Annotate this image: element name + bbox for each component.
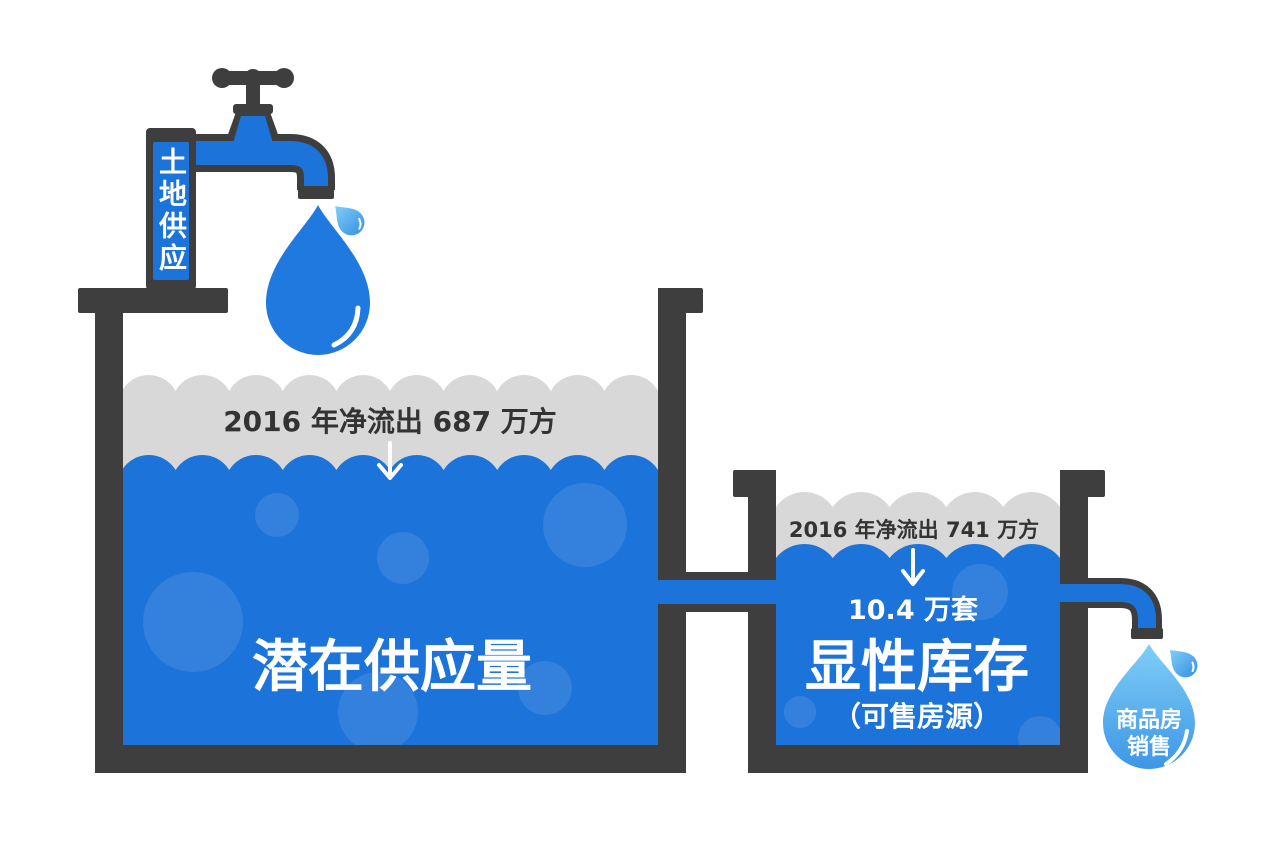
home-sales-drop-highlight	[1164, 729, 1189, 766]
home-sales-label-line-1: 商品房	[1116, 707, 1182, 733]
arrow-down-icon	[377, 441, 403, 480]
arrow-head	[377, 463, 403, 480]
home-sales-drop-icon: 商品房 销售	[1103, 644, 1195, 769]
visible-tank-bottom	[748, 745, 1088, 773]
bubble	[255, 493, 299, 537]
bubble	[518, 661, 572, 715]
land-supply-post-panel	[153, 142, 189, 280]
land-supply-label: 土地供应	[153, 142, 189, 280]
land-supply-post	[146, 128, 196, 290]
faucet-handle	[212, 68, 294, 114]
outflow-pipe	[1058, 578, 1163, 639]
bubble	[1018, 716, 1060, 745]
visible-tank-top-right-rim	[1060, 470, 1105, 497]
visible-tank-water	[776, 544, 1060, 745]
visible-tank-count: 10.4 万套	[848, 595, 978, 626]
small-water-drop-highlight	[358, 217, 362, 230]
visible-tank-subtitle: （可售房源）	[833, 700, 1001, 733]
potential-tank-water	[122, 454, 658, 745]
small-water-drop-icon	[335, 206, 365, 236]
potential-tank-bottom	[95, 745, 686, 773]
faucet-pipe-water	[192, 141, 328, 190]
faucet-stem	[246, 84, 260, 106]
visible-tank-bubbles	[784, 564, 1060, 745]
visible-tank-title: 显性库存	[805, 635, 1029, 700]
faucet-handle-center	[244, 69, 262, 87]
outflow-spout	[1131, 628, 1163, 639]
water-drop-highlight	[331, 305, 361, 348]
tank-walls	[78, 288, 1105, 773]
faucet-spout	[298, 186, 334, 199]
outflow-pipe-water	[1058, 584, 1156, 632]
faucet-handle-left-knob	[212, 68, 232, 88]
potential-tank-right-wall	[658, 288, 686, 773]
faucet-icon	[192, 68, 335, 199]
water-drop-icon	[266, 205, 370, 355]
bubble	[338, 672, 418, 745]
bubble	[377, 532, 429, 584]
small-outflow-drop-icon	[1169, 649, 1198, 678]
home-sales-drop-body	[1103, 644, 1195, 769]
small-outflow-drop-highlight	[1191, 661, 1195, 673]
arrow-down-icon	[901, 548, 925, 586]
faucet-handle-right-knob	[274, 68, 294, 88]
potential-supply-tank-contents	[122, 375, 658, 745]
bubble	[952, 564, 1008, 620]
faucet-collar	[233, 104, 273, 114]
visible-tank-right-wall	[1060, 470, 1088, 773]
land-supply-label-text: 土地供应	[155, 147, 188, 275]
potential-tank-left-wall	[95, 288, 123, 773]
visible-inventory-tank-contents	[776, 492, 1060, 745]
small-water-drop-body	[335, 206, 365, 236]
home-sales-label-line-2: 销售	[1127, 734, 1171, 760]
potential-tank-bubbles	[143, 483, 627, 745]
bubble	[143, 572, 243, 672]
potential-tank-title: 潜在供应量	[252, 635, 532, 700]
visible-tank-flow-text: 2016 年净流出 741 万方	[789, 518, 1039, 542]
visible-tank-left-wall	[748, 470, 776, 773]
water-drop-body	[266, 205, 370, 355]
bubble	[784, 696, 816, 728]
connector-pipe-water	[658, 580, 776, 604]
potential-tank-flow-text: 2016 年净流出 687 万方	[223, 405, 557, 438]
small-outflow-drop-body	[1169, 649, 1198, 678]
faucet-valve-body	[233, 116, 273, 143]
bubble	[543, 483, 627, 567]
arrow-head	[901, 569, 925, 586]
